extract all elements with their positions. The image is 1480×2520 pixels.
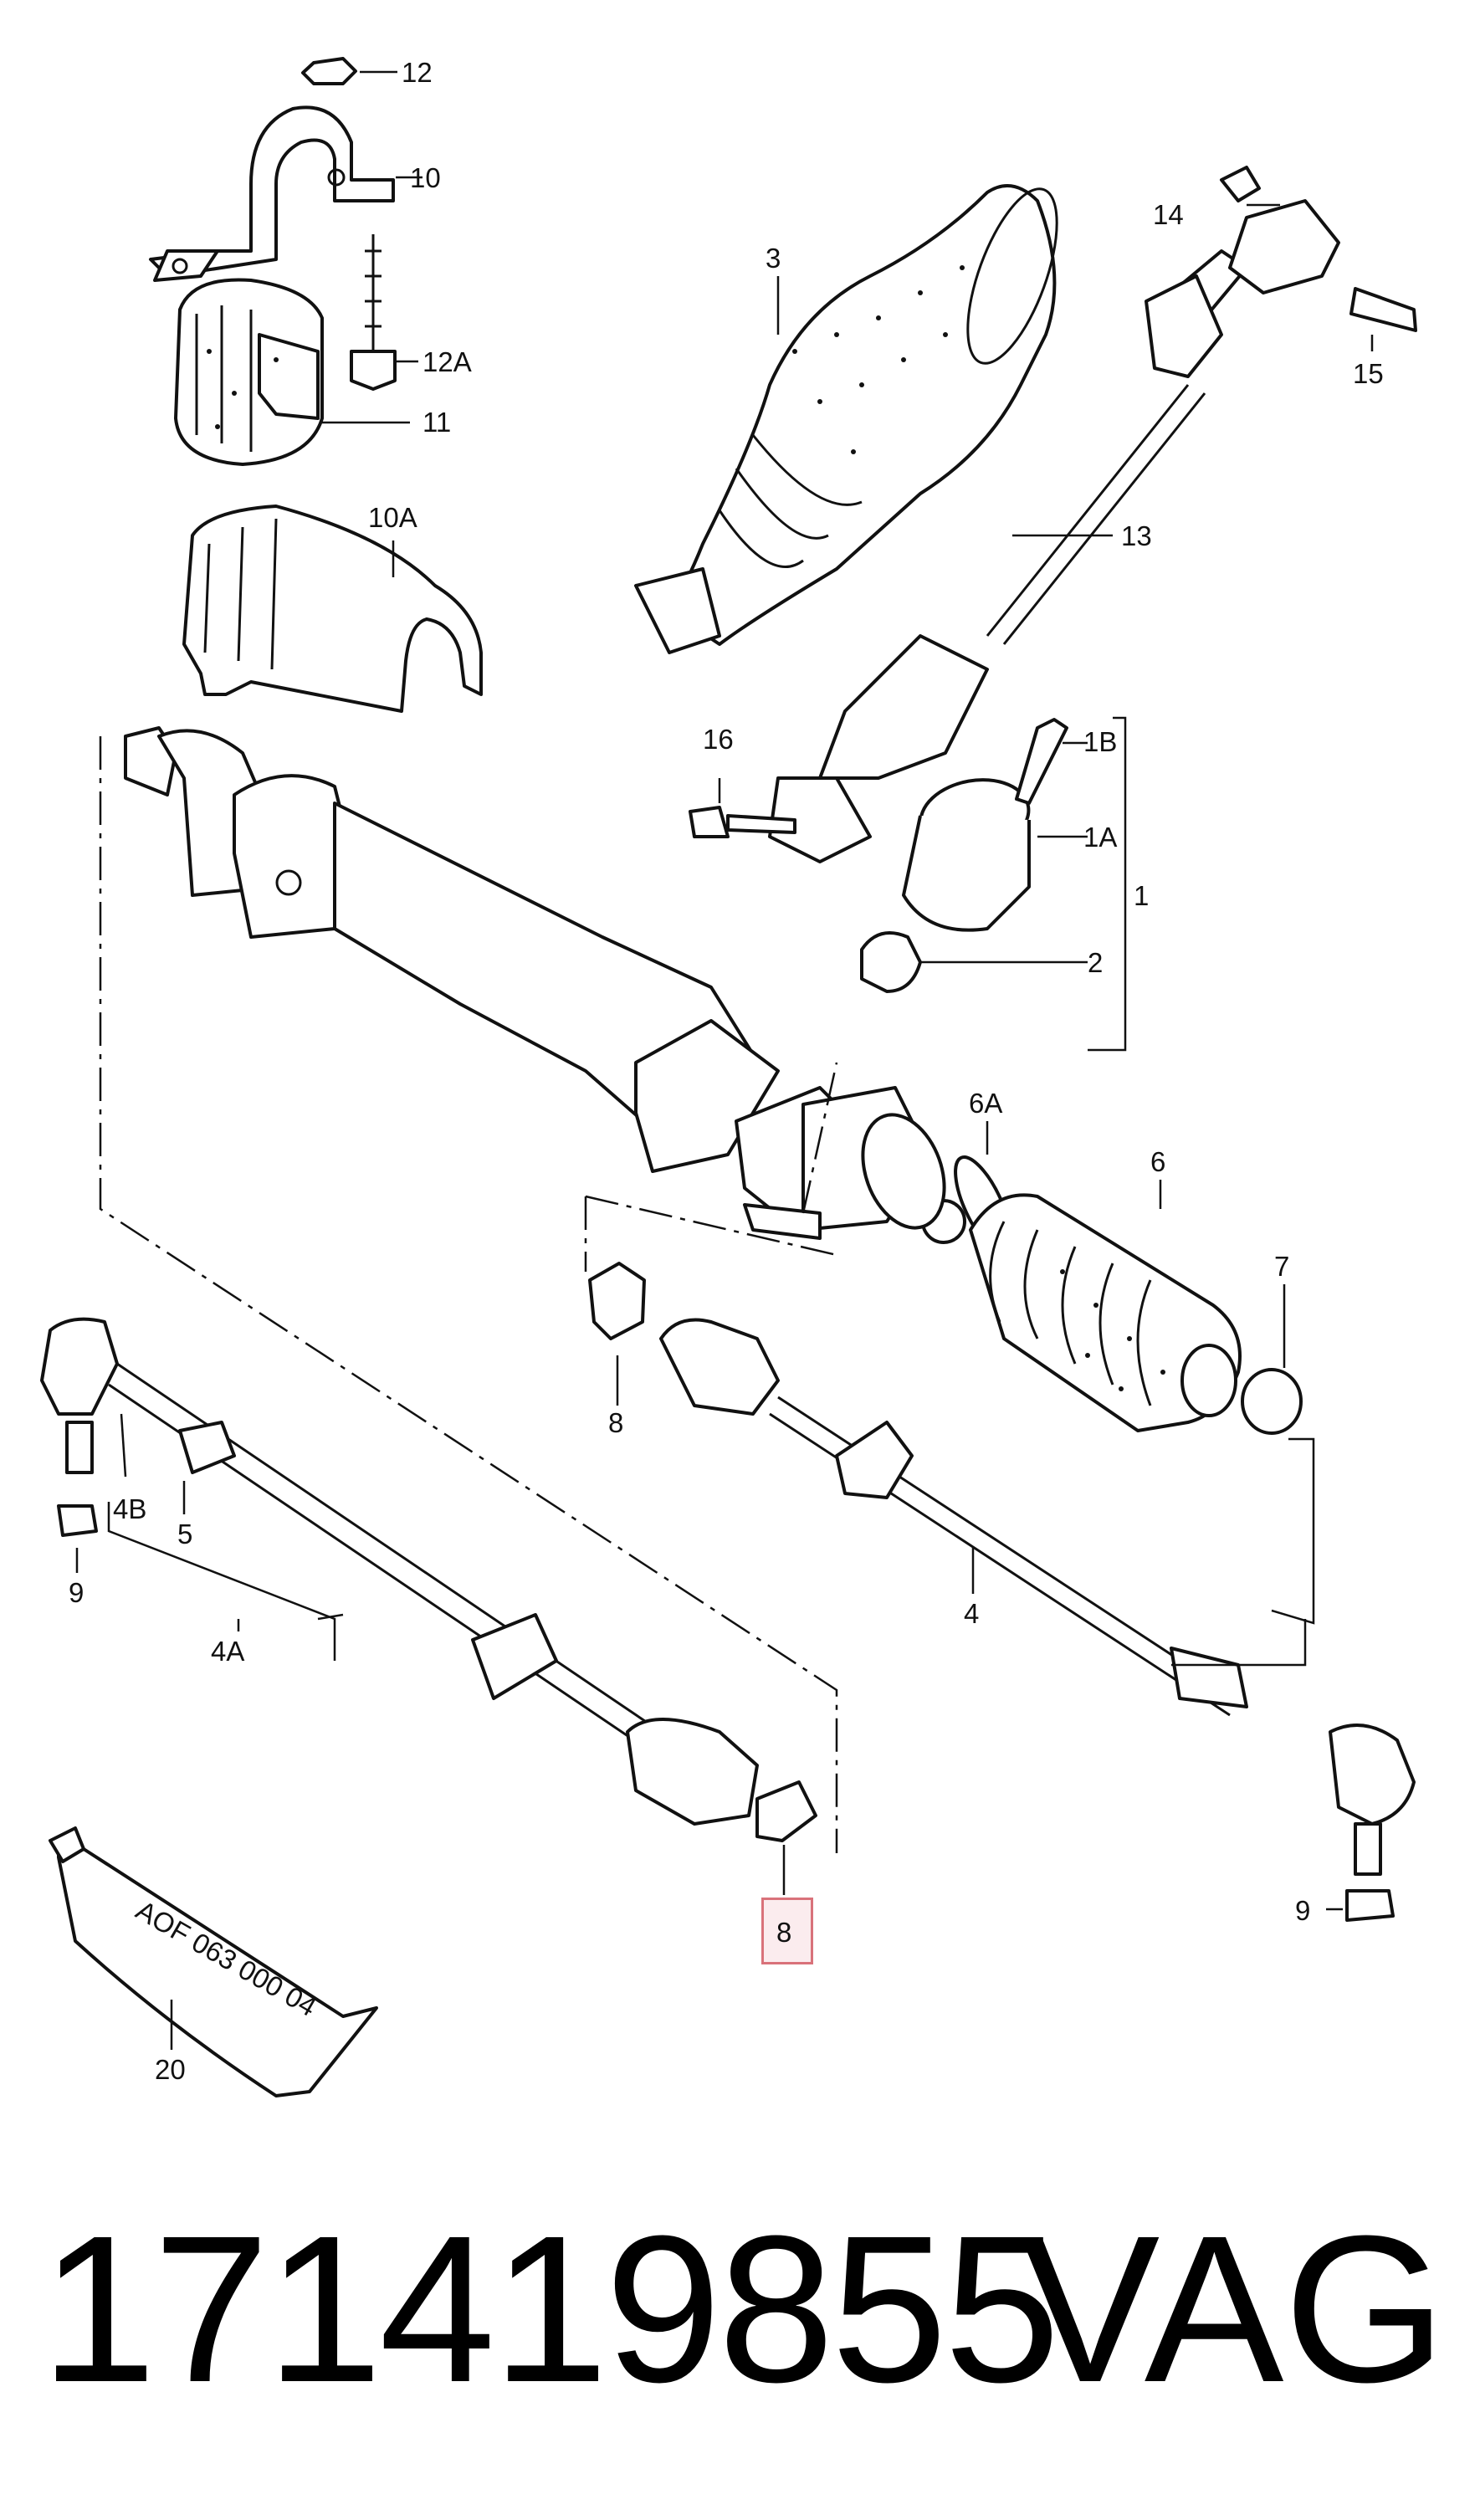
callout-5: 5 bbox=[177, 1519, 192, 1549]
clamp-bracket bbox=[149, 57, 422, 282]
steering-rack-exploded-diagram: AOF 063 000 04 12 10 12A 11 10A 3 14 15 … bbox=[40, 57, 1417, 2097]
callout-14: 14 bbox=[1153, 199, 1184, 230]
callout-labels: 12 10 12A 11 10A 3 14 15 13 16 1B 1A 1 2… bbox=[69, 57, 1384, 2085]
texture-speckles bbox=[207, 265, 1165, 1391]
brand-name: VAG bbox=[1020, 2192, 1447, 2425]
callout-1B: 1B bbox=[1083, 726, 1117, 757]
grease-tube-20: AOF 063 000 04 bbox=[49, 1826, 378, 2097]
callout-4A: 4A bbox=[211, 1636, 244, 1667]
rack-housing bbox=[124, 726, 966, 1244]
callout-6A: 6A bbox=[969, 1088, 1002, 1119]
rack-boot-3 bbox=[634, 184, 1058, 654]
callout-12A: 12A bbox=[422, 346, 472, 377]
callout-20: 20 bbox=[155, 2054, 186, 2085]
callout-16: 16 bbox=[703, 724, 734, 755]
callout-8-upper: 8 bbox=[608, 1407, 623, 1438]
callout-9-right: 9 bbox=[1295, 1895, 1310, 1926]
callout-1A: 1A bbox=[1083, 822, 1117, 853]
callout-10: 10 bbox=[410, 162, 441, 193]
callout-3: 3 bbox=[766, 243, 781, 274]
rubber-bushing bbox=[174, 278, 410, 466]
callout-15: 15 bbox=[1353, 358, 1384, 389]
outer-tie-rod-4A bbox=[40, 1317, 817, 1895]
steering-shaft-13 bbox=[768, 166, 1417, 863]
callout-12: 12 bbox=[402, 57, 433, 88]
footer: 171419855 VAG bbox=[0, 2184, 1480, 2435]
highlight-callout-8-svg: 8 bbox=[776, 1917, 791, 1948]
assembly-lines bbox=[99, 736, 838, 1853]
pinion-cover-1A bbox=[860, 716, 1127, 1052]
bolt-16 bbox=[689, 778, 796, 838]
callout-4B: 4B bbox=[113, 1493, 146, 1524]
callout-6: 6 bbox=[1150, 1146, 1165, 1177]
boot-assembly-6 bbox=[954, 1121, 1315, 1625]
callout-2: 2 bbox=[1088, 947, 1103, 978]
bolt-12A bbox=[350, 234, 418, 391]
callout-4: 4 bbox=[964, 1598, 979, 1629]
callout-7: 7 bbox=[1274, 1251, 1289, 1282]
callout-13: 13 bbox=[1121, 520, 1152, 551]
callout-10A: 10A bbox=[368, 502, 417, 533]
clamp-cover bbox=[182, 505, 483, 713]
callout-1: 1 bbox=[1134, 880, 1149, 911]
highlight-callout-8: 8 bbox=[761, 1898, 813, 1964]
callout-11: 11 bbox=[422, 407, 451, 438]
callout-8-lower: 8 bbox=[776, 1917, 791, 1948]
part-number: 171419855 bbox=[40, 2192, 1060, 2425]
inner-tie-rod-4 bbox=[588, 1262, 1416, 1922]
callout-9-left: 9 bbox=[69, 1577, 84, 1608]
